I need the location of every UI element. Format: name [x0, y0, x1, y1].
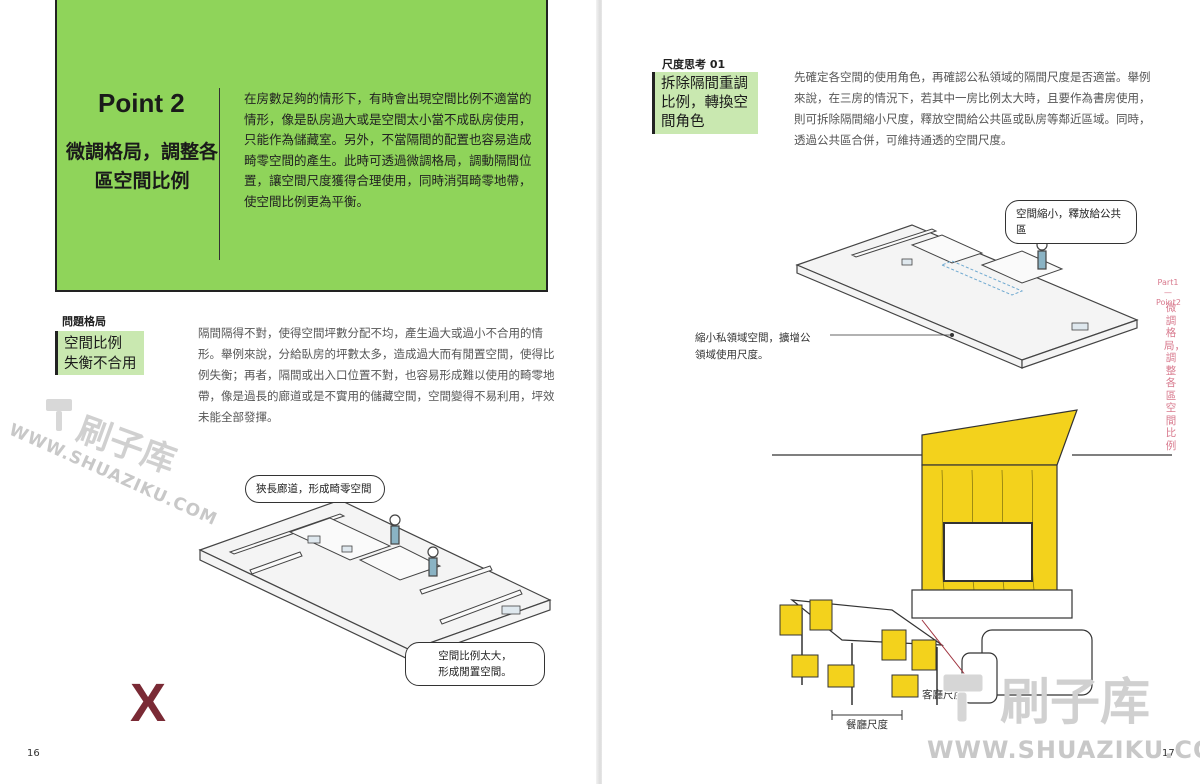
plan-caption-line1: 縮小私領域空間，擴增公: [695, 332, 811, 344]
speech-bubble-corridor: 狹長廊道，形成畸零空間: [245, 475, 385, 503]
floorplan-illustration-left: [198, 499, 552, 661]
problem-text: 隔間隔得不對，使得空間坪數分配不均，產生過大或過小不合用的情形。舉例來說，分給臥…: [198, 326, 555, 424]
problem-tag: 空間比例 失衡不合用: [58, 331, 144, 375]
problem-label: 問題格局: [62, 315, 106, 328]
problem-tag-bar: [55, 331, 58, 375]
dining-room-caption: 餐廳尺度: [846, 719, 888, 731]
speech-bubble-idle-space: 空間比例太大， 形成閒置空間。: [405, 642, 545, 686]
consider-label: 尺度思考 01: [662, 58, 726, 71]
point-title: 微調格局，調整各區空間比例: [66, 141, 219, 192]
problem-tag-line2: 失衡不合用: [64, 356, 137, 372]
bad-layout-x-mark: X: [130, 673, 167, 733]
consider-tag-line1: 拆除隔間重調: [661, 76, 748, 92]
side-nav: Part1 — Point2: [1156, 278, 1181, 308]
page-number-left: 16: [27, 748, 40, 759]
watermark-cn-right: 刷子库: [1000, 673, 1150, 731]
book-gutter: [596, 0, 604, 784]
consider-text: 先確定各空間的使用角色，再確認公私領域的隔間尺度是否適當。舉例來說，在三房的情況…: [794, 70, 1151, 147]
point-text: 在房數足夠的情形下，有時會出現空間比例不適當的情形，像是臥房過大或是空間太小當不…: [244, 91, 532, 209]
side-nav-part: Part1: [1157, 278, 1179, 287]
brush-logo-icon: [46, 399, 72, 431]
point-box: [55, 0, 548, 292]
plan-caption-leader: [830, 333, 954, 337]
consider-tag-line2: 比例，轉換空: [661, 95, 748, 111]
point-number: Point 2: [98, 88, 185, 118]
watermark-url-right: WWW.SHUAZIKU.COM: [927, 736, 1200, 764]
consider-tag-bar: [652, 72, 655, 134]
side-nav-dash: —: [1164, 288, 1172, 297]
bubble-line2: 形成閒置空間。: [438, 666, 512, 678]
right-page: 尺度思考 01 拆除隔間重調 比例，轉換空 間角色 先確定各空間的使用角色，再確…: [602, 0, 1200, 784]
living-dining-illustration: [772, 409, 1172, 720]
left-page: Point 2 微調格局，調整各區空間比例 在房數足夠的情形下，有時會出現空間比…: [0, 0, 598, 784]
consider-tag: 拆除隔間重調 比例，轉換空 間角色: [655, 72, 758, 134]
side-vertical-title: 微調格局，調整各區空間比例: [1164, 302, 1185, 452]
speech-bubble-shrink: 空間縮小，釋放給公共區: [1005, 200, 1137, 244]
point-divider: [219, 88, 220, 260]
bubble-line1: 空間比例太大，: [438, 650, 512, 662]
plan-caption-line2: 領域使用尺度。: [695, 349, 769, 361]
plan-caption: 縮小私領域空間，擴增公 領域使用尺度。: [695, 330, 835, 364]
brush-logo-icon: [942, 673, 984, 723]
floorplan-illustration-right: [795, 224, 1139, 369]
side-nav-point: Point2: [1156, 298, 1181, 307]
problem-tag-line1: 空間比例: [64, 336, 122, 352]
consider-tag-line3: 間角色: [661, 114, 705, 130]
page-number-right: 17: [1162, 748, 1175, 759]
